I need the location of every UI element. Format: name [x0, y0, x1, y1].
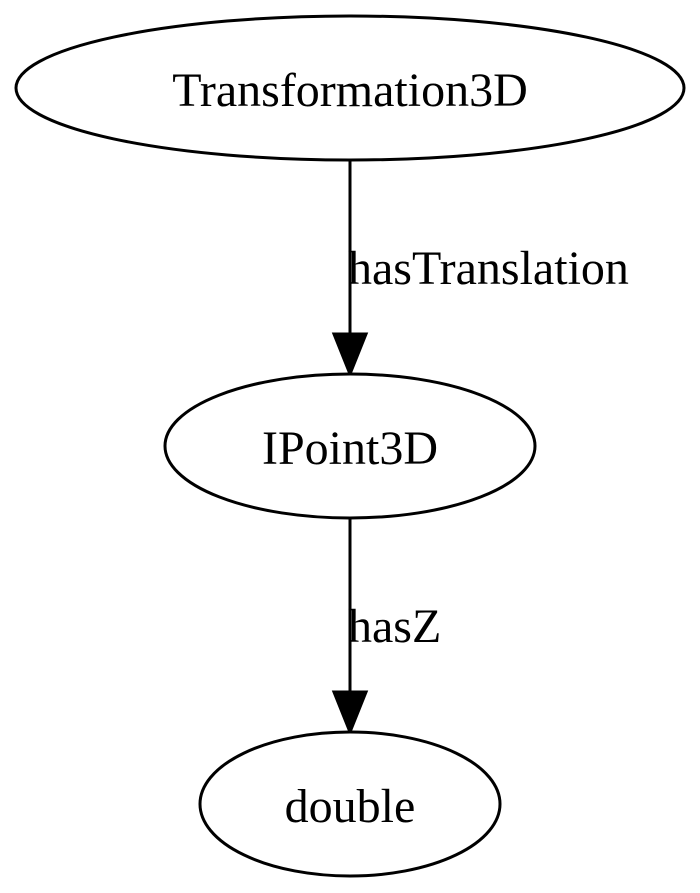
node-transformation3d-label: Transformation3D — [172, 64, 528, 117]
node-ipoint3d-label: IPoint3D — [262, 422, 438, 475]
node-double-label: double — [285, 780, 416, 833]
edge-has-z: hasZ — [331, 518, 441, 737]
node-double: double — [198, 730, 502, 878]
edge-has-translation-label: hasTranslation — [348, 242, 629, 295]
node-double-ellipse — [198, 730, 502, 878]
edge-has-translation-arrowhead — [331, 332, 369, 379]
edge-has-z-arrowhead — [331, 690, 369, 737]
node-transformation3d: Transformation3D — [14, 14, 686, 162]
node-ipoint3d: IPoint3D — [163, 372, 537, 520]
edge-has-translation: hasTranslation — [331, 160, 629, 379]
edge-has-z-label: hasZ — [348, 600, 441, 653]
